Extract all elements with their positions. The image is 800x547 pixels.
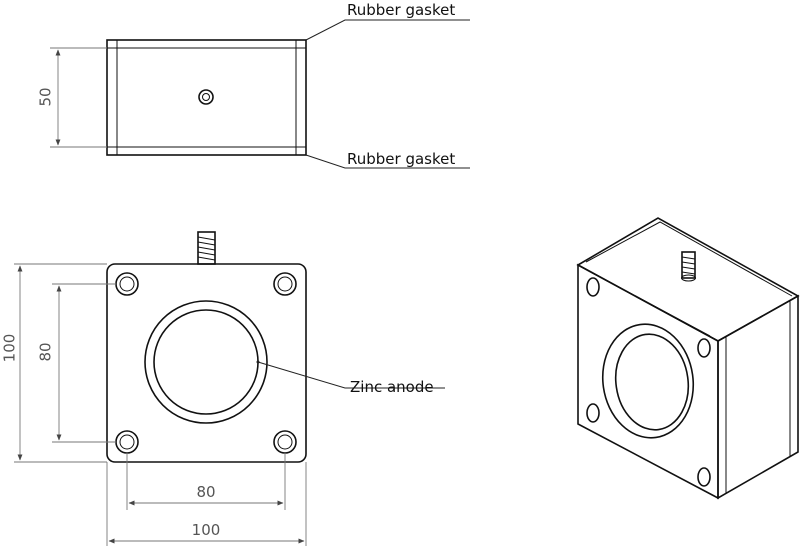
iso-bolt-hole	[697, 467, 711, 487]
iso-front-face	[577, 263, 719, 500]
label-gasket-bottom: Rubber gasket	[347, 150, 455, 168]
iso-right-face	[717, 294, 799, 500]
threaded-terminal	[186, 231, 227, 265]
bolt-hole	[115, 430, 139, 454]
bolt-hole	[273, 272, 297, 296]
top-view-outline	[106, 39, 307, 156]
front-view: Zinc anode 100 80 80 100	[1, 231, 445, 546]
dim-front-width-holes: 80	[196, 483, 215, 501]
label-gasket-top: Rubber gasket	[347, 1, 455, 19]
iso-threaded-terminal	[681, 251, 696, 282]
zinc-anode-leader	[256, 360, 445, 389]
dim-front-height-holes: 80	[37, 342, 55, 361]
iso-bolt-hole	[697, 338, 711, 358]
front-plate	[106, 263, 307, 463]
iso-zinc-anode-outer	[601, 323, 695, 439]
dim-side-height: 50	[37, 87, 55, 106]
gasket-bottom-leader	[305, 154, 470, 169]
iso-bolt-hole	[586, 277, 600, 297]
iso-zinc-anode-inner	[614, 333, 690, 431]
gasket-top-leader	[305, 19, 470, 41]
isometric-view	[576, 217, 800, 500]
terminal-hole	[198, 89, 214, 105]
dim-front-width-outer: 100	[192, 521, 221, 539]
iso-bolt-hole	[586, 403, 600, 423]
dim-front-height-outer: 100	[1, 334, 19, 363]
bolt-hole	[115, 272, 139, 296]
top-view: 50 Rubber gasket Rubber gasket	[37, 1, 470, 169]
label-zinc-anode: Zinc anode	[350, 378, 434, 396]
zinc-anode-inner	[153, 309, 259, 415]
zinc-anode-outer	[144, 300, 268, 424]
iso-top-face	[576, 217, 800, 342]
bolt-hole	[273, 430, 297, 454]
bolt-holes	[115, 272, 297, 454]
